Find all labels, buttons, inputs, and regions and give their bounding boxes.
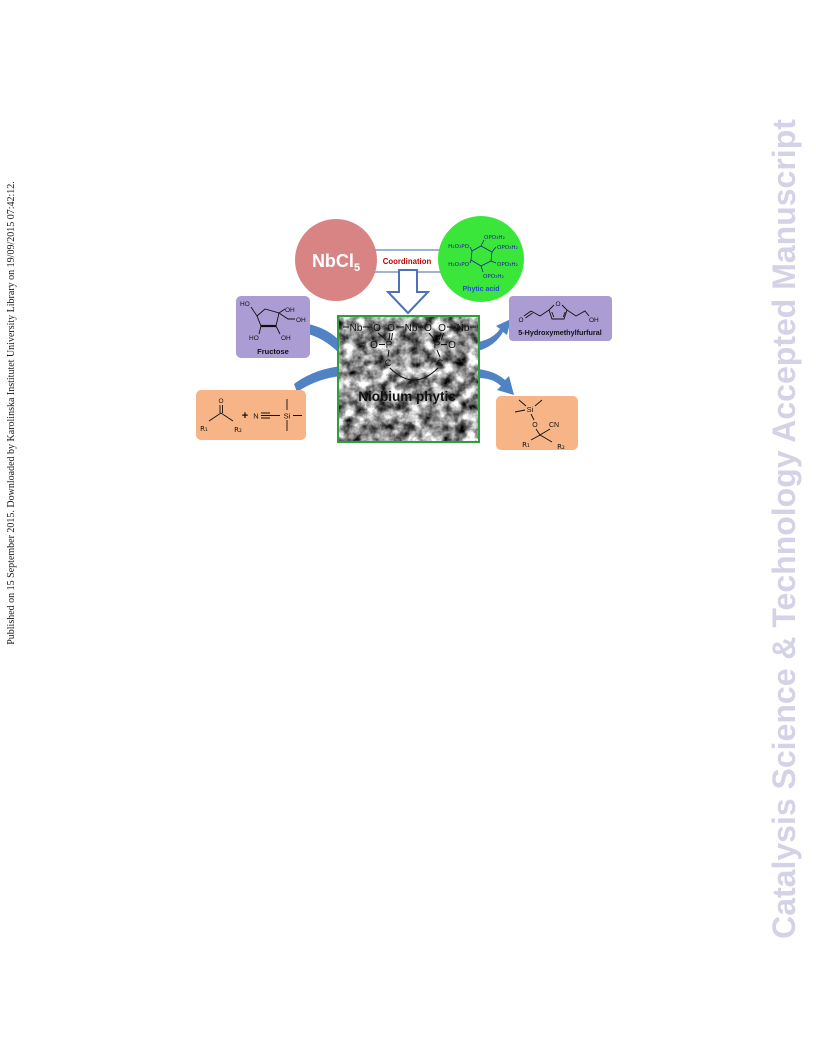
hmf-box-bg: [509, 296, 612, 341]
coordination-label-bg: [377, 254, 437, 268]
hydroxyl-label: HO: [249, 335, 259, 342]
oxygen-atom: O: [424, 323, 432, 334]
silicon-label: Si: [284, 412, 291, 421]
sem-border: [337, 315, 480, 443]
carbon-atom: C: [437, 358, 444, 368]
niobium-atom: Nb: [405, 323, 418, 334]
hydroxyl-label: HO: [240, 301, 250, 308]
phosphate-label: H₂O₃PO: [448, 262, 469, 268]
catalyst-label: Niobium phytic: [358, 389, 456, 404]
phosphate-label: OPO₃H₂: [497, 245, 518, 251]
phosphate-label: H₂O₃PO: [448, 244, 469, 250]
phytic-acid-bonds: [469, 239, 497, 273]
hmf-label: 5-Hydroxymethylfurfural: [518, 328, 601, 337]
hydroxyl-label: OH: [589, 317, 599, 324]
fructose-box: HO OH OH HO OH Fructose: [236, 296, 310, 358]
product-bonds: [514, 399, 553, 443]
oxygen-atom: O: [438, 323, 446, 334]
reactants-bonds: [208, 399, 302, 431]
r1-label: R₁: [522, 441, 530, 449]
down-arrow: [385, 269, 431, 315]
phosphate-label: OPO₃H₂: [483, 274, 504, 280]
phytic-acid-node: OPO₃H₂ H₂O₃PO OPO₃H₂ H₂O₃PO OPO₃H₂ OPO₃H…: [438, 216, 524, 302]
niobium-atom: Nb: [457, 323, 470, 334]
carbon-atom: C: [385, 358, 392, 368]
r2-label: R₂: [557, 443, 565, 451]
nbcl5-node: NbCl5: [295, 219, 377, 301]
phosphorus-atom: P: [434, 340, 441, 351]
product-box: Si O CN R₁ R₂: [496, 396, 578, 451]
fructose-label: Fructose: [257, 347, 289, 356]
r2-label: R₂: [234, 426, 242, 434]
catalyst-bonds: [343, 326, 476, 381]
coordination-label: Coordination: [383, 257, 432, 266]
aldehyde-oxygen-label: O: [518, 317, 523, 324]
phosphorus-atom: P: [386, 340, 393, 351]
oxygen-atom: O: [387, 323, 395, 334]
fructose-bonds: [250, 306, 295, 335]
product-box-bg: [496, 396, 578, 450]
hydroxyl-label: OH: [281, 335, 291, 342]
arrow-catalyst-to-product: [478, 369, 514, 395]
oxygen-atom: O: [370, 340, 378, 351]
reactants-box: O R₁ R₂ + N Si: [196, 390, 306, 440]
catalyst-sem-panel: Nb O O Nb O O Nb O P P O C C Niobium phy…: [337, 315, 480, 443]
hmf-box: O O OH 5-Hydroxymethylfurfural: [509, 296, 612, 341]
nbcl5-label: NbCl5: [312, 251, 360, 274]
oxygen-label: O: [532, 422, 538, 429]
r1-label: R₁: [200, 425, 208, 433]
arrow-fructose-to-catalyst: [308, 324, 342, 356]
niobium-atom: Nb: [350, 323, 363, 334]
arrow-reactants-to-catalyst: [294, 366, 342, 392]
hydroxyl-label: OH: [296, 317, 306, 324]
silicon-label: Si: [527, 405, 534, 414]
nitrogen-label: N: [253, 412, 258, 421]
coordination-link: Coordination: [371, 249, 445, 273]
plus-sign: +: [242, 410, 248, 422]
hydroxyl-label: OH: [285, 307, 295, 314]
phytic-acid-label: Phytic acid: [463, 286, 500, 293]
arrow-catalyst-to-hmf: [478, 319, 511, 351]
oxygen-atom: O: [373, 323, 381, 334]
reaction-arrows: [294, 319, 514, 395]
oxygen-atom: O: [448, 340, 456, 351]
hmf-bonds: [523, 304, 590, 320]
cyano-label: CN: [549, 422, 559, 429]
phytic-acid-circle: [438, 216, 524, 302]
reactants-box-bg: [196, 390, 306, 440]
carbonyl-oxygen-label: O: [218, 398, 223, 405]
ring-oxygen-label: O: [555, 301, 560, 308]
phosphate-label: OPO₃H₂: [497, 262, 518, 268]
nbcl5-circle: [295, 219, 377, 301]
phosphate-label: OPO₃H₂: [484, 235, 505, 241]
